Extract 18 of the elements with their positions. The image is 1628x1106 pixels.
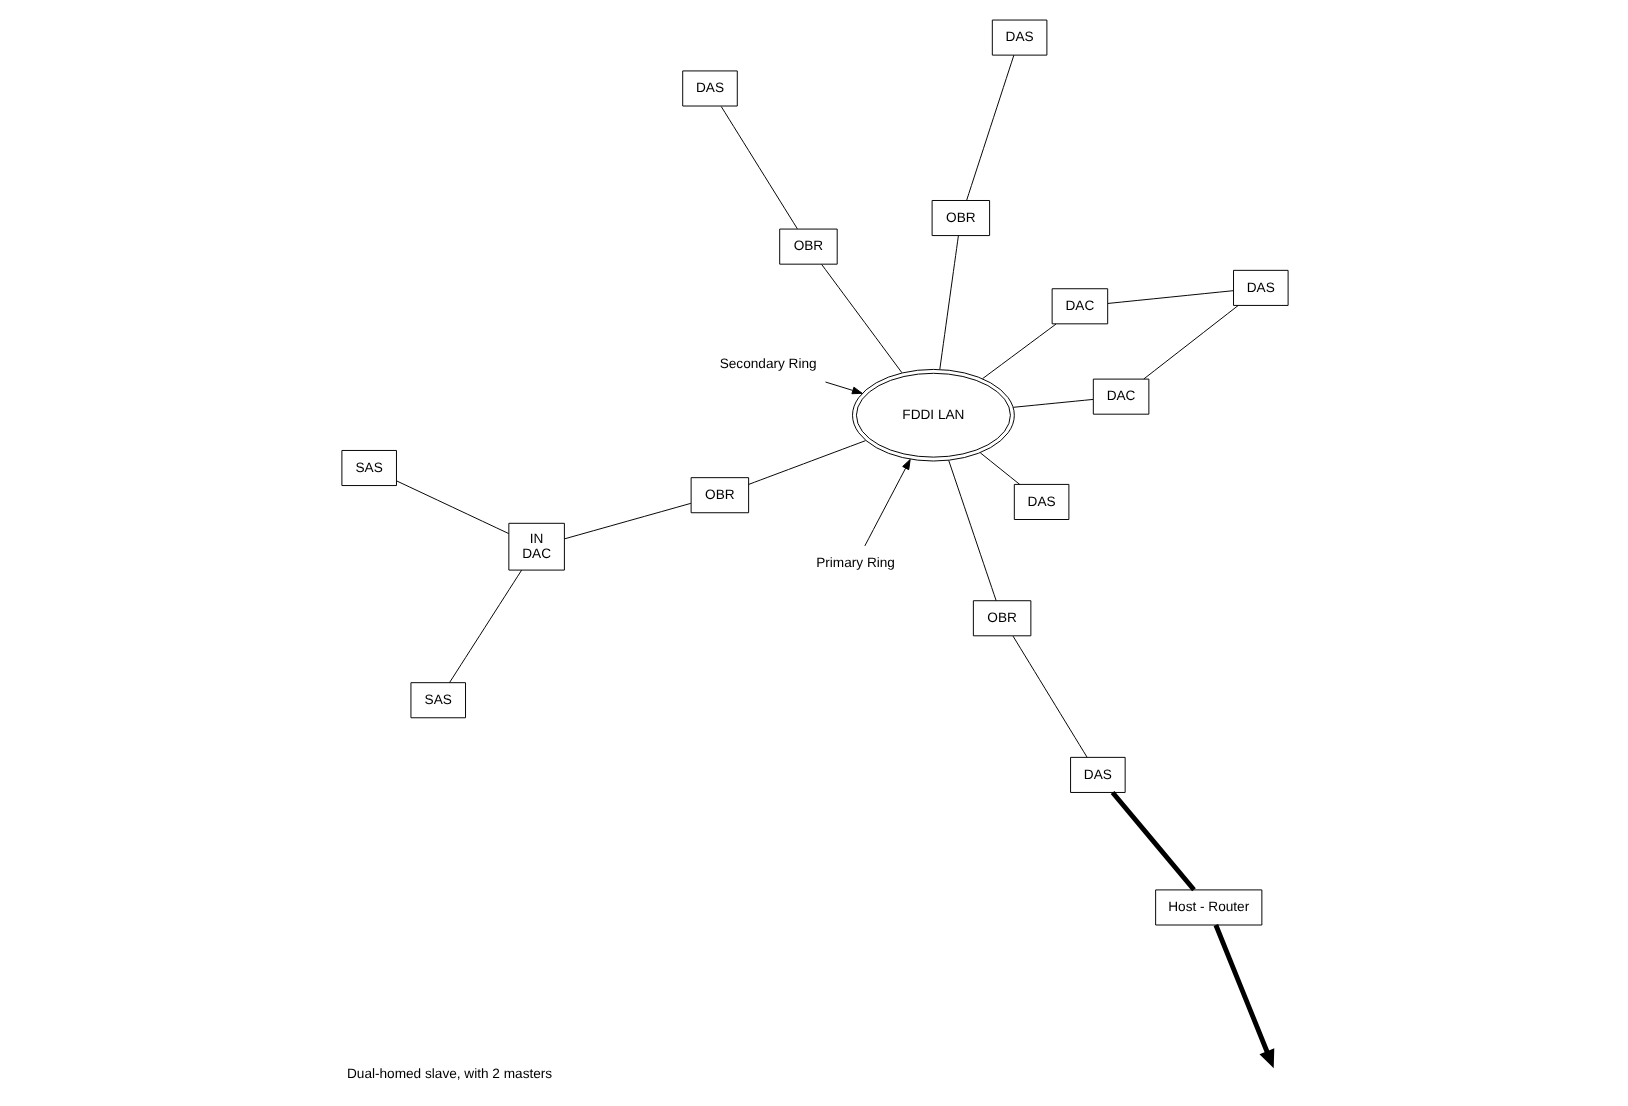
connector bbox=[965, 54, 1014, 201]
connector bbox=[1011, 635, 1087, 758]
connector bbox=[938, 235, 958, 370]
connector bbox=[448, 569, 522, 684]
connector bbox=[719, 106, 797, 230]
connector bbox=[1106, 290, 1233, 304]
connector bbox=[978, 452, 1020, 485]
connector bbox=[947, 459, 996, 602]
connector bbox=[820, 264, 902, 374]
connector bbox=[395, 480, 509, 535]
arrow bbox=[824, 381, 862, 395]
connector bbox=[562, 502, 691, 540]
connector bbox=[1011, 398, 1093, 408]
connector bbox=[981, 323, 1056, 380]
arrow bbox=[863, 458, 910, 547]
connector bbox=[1109, 790, 1195, 892]
connector bbox=[747, 440, 866, 485]
connector bbox=[1142, 305, 1238, 380]
